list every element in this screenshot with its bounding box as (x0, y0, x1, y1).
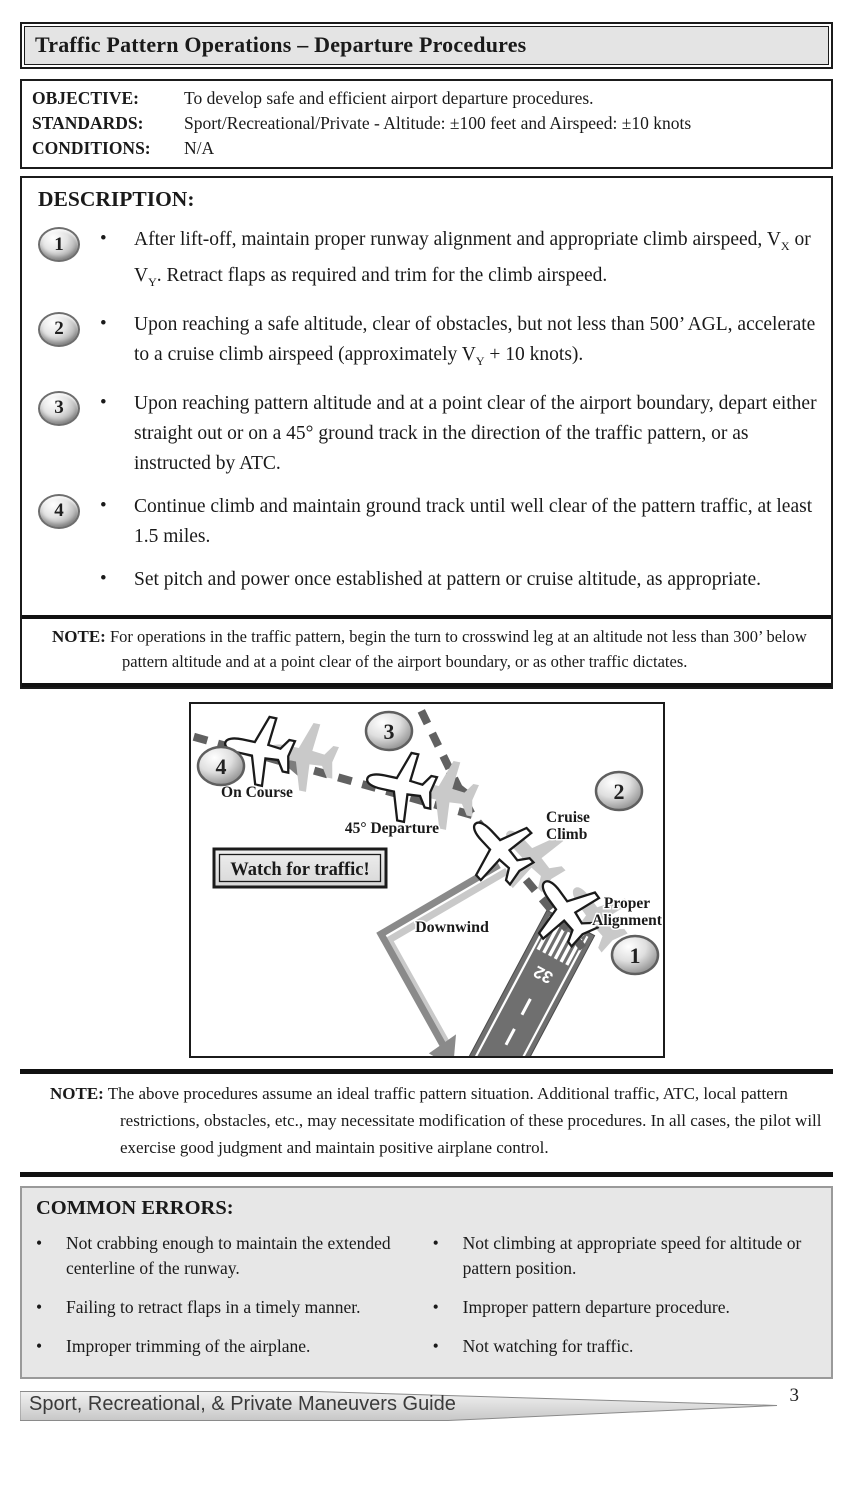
error-item: • Not crabbing enough to maintain the ex… (36, 1231, 399, 1281)
common-errors-right-column: • Not climbing at appropriate speed for … (433, 1231, 817, 1373)
step-badge-2: 2 (38, 311, 80, 347)
downwind-leg (375, 861, 509, 1056)
objective-label: OBJECTIVE: (32, 88, 139, 108)
label-45-departure: 45° Departure (344, 820, 438, 837)
step-badge-4: 4 (38, 493, 80, 529)
note2-section: NOTE: The above procedures assume an ide… (20, 1068, 833, 1177)
description-item-5: • Set pitch and power once established a… (38, 565, 825, 602)
step-badge-1: 1 (38, 227, 80, 262)
common-errors-left-column: • Not crabbing enough to maintain the ex… (36, 1231, 399, 1373)
conditions-label: CONDITIONS: (32, 138, 151, 158)
runway: 32 (437, 909, 595, 1056)
note-section: NOTE: For operations in the traffic patt… (22, 614, 831, 687)
description-item-3: 3 • Upon reaching pattern altitude and a… (38, 389, 825, 479)
bullet-glyph: • (100, 494, 107, 516)
diagram-badge-4: 4 (196, 745, 245, 786)
downwind-arrowhead (428, 1034, 456, 1056)
diagram-badge-1: 1 (610, 934, 659, 975)
note2-label: NOTE: (50, 1083, 104, 1103)
label-proper-2: Alignment (592, 912, 663, 929)
info-row-objective: OBJECTIVE: To develop safe and efficient… (32, 86, 821, 111)
label-on-course: On Course (221, 784, 293, 801)
bullet-glyph: • (100, 312, 107, 334)
label-downwind: Downwind (415, 919, 489, 936)
note-label: NOTE: (52, 626, 106, 646)
pattern-diagram: 32 (188, 701, 665, 1058)
title-box: Traffic Pattern Operations – Departure P… (20, 22, 833, 69)
footer-banner-shape (20, 1390, 778, 1421)
bullet-glyph: • (100, 391, 107, 413)
watch-for-traffic-text: Watch for traffic! (230, 860, 369, 880)
diagram-canvas: 32 (190, 703, 663, 1056)
bullet-glyph: • (432, 1296, 439, 1317)
page-title: Traffic Pattern Operations – Departure P… (35, 32, 527, 57)
footer-text: Sport, Recreational, & Private Maneuvers… (29, 1392, 456, 1415)
bullet-glyph: • (432, 1232, 439, 1253)
svg-text:4: 4 (215, 754, 226, 779)
description-item-2: 2 • Upon reaching a safe altitude, clear… (38, 310, 825, 376)
description-section: DESCRIPTION: 1 • After lift-off, maintai… (20, 176, 833, 689)
label-cruise-2: Climb (546, 826, 587, 843)
watch-for-traffic-box: Watch for traffic! (212, 847, 387, 889)
bullet-glyph: • (36, 1335, 43, 1356)
footer-banner: Sport, Recreational, & Private Maneuvers… (20, 1385, 833, 1423)
diagram-badge-2: 2 (594, 770, 643, 811)
info-row-conditions: CONDITIONS: N/A (32, 136, 821, 161)
bullet-glyph: • (432, 1335, 439, 1356)
svg-text:3: 3 (383, 719, 394, 744)
bullet-glyph: • (36, 1296, 43, 1317)
item-text: Set pitch and power once established at … (134, 568, 762, 590)
objective-value: To develop safe and efficient airport de… (184, 88, 594, 108)
item-text: Continue climb and maintain ground track… (134, 495, 813, 547)
item-text: Upon reaching a safe altitude, clear of … (134, 313, 816, 368)
bullet-glyph: • (100, 228, 107, 249)
diagram-badge-3: 3 (364, 710, 413, 751)
error-item: • Not watching for traffic. (433, 1334, 817, 1359)
error-item: • Failing to retract flaps in a timely m… (36, 1295, 399, 1320)
conditions-value: N/A (184, 138, 215, 158)
standards-label: STANDARDS: (32, 113, 144, 133)
error-item: • Not climbing at appropriate speed for … (433, 1231, 817, 1281)
error-item: • Improper trimming of the airplane. (36, 1334, 399, 1359)
bullet-glyph: • (100, 567, 107, 589)
info-table: OBJECTIVE: To develop safe and efficient… (20, 79, 833, 169)
standards-value: Sport/Recreational/Private - Altitude: ±… (184, 113, 692, 133)
svg-text:1: 1 (629, 943, 640, 968)
info-row-standards: STANDARDS: Sport/Recreational/Private - … (32, 111, 821, 136)
step-badge-3: 3 (38, 390, 80, 426)
svg-text:2: 2 (613, 779, 624, 804)
climb-path (412, 703, 586, 951)
bullet-glyph: • (36, 1232, 43, 1253)
item-text: Upon reaching pattern altitude and at a … (134, 392, 817, 474)
note-text: For operations in the traffic pattern, b… (109, 626, 807, 671)
label-proper-1: Proper (603, 895, 649, 912)
note2-text: The above procedures assume an ideal tra… (107, 1083, 822, 1157)
common-errors-section: COMMON ERRORS: • Not crabbing enough to … (20, 1185, 833, 1379)
page-number: 3 (789, 1384, 800, 1406)
item-text: After lift-off, maintain proper runway a… (134, 229, 811, 289)
label-cruise-1: Cruise (546, 809, 590, 826)
common-errors-heading: COMMON ERRORS: (36, 1196, 234, 1219)
description-item-1: 1 • After lift-off, maintain proper runw… (38, 225, 825, 297)
description-item-4: 4 • Continue climb and maintain ground t… (38, 492, 825, 552)
description-heading: DESCRIPTION: (38, 187, 195, 211)
error-item: • Improper pattern departure procedure. (433, 1295, 817, 1320)
